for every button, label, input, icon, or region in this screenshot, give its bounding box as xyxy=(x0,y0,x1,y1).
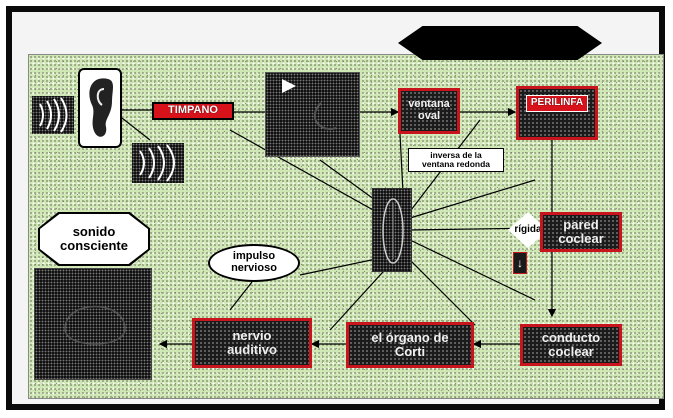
impulso-nervioso-label: impulso nervioso xyxy=(208,244,300,282)
sound-waves-icon xyxy=(132,143,184,183)
play-triangle-icon xyxy=(266,73,361,158)
sound-waves-icon xyxy=(32,96,74,134)
down-arrow-icon: ↓ xyxy=(513,252,527,274)
brain-image xyxy=(34,268,152,380)
timpano-label: TIMPANO xyxy=(152,102,234,120)
ear-glyph xyxy=(80,71,120,145)
inversa-ventana-redonda-label: inversa de la ventana redonda xyxy=(408,148,504,172)
pared-coclear-box: pared coclear xyxy=(540,212,622,252)
sonido-consciente-label: sonido consciente xyxy=(40,214,148,264)
waves-glyph xyxy=(32,96,74,134)
perilinfa-label: PERILINFA xyxy=(526,95,588,112)
cochlea-glyph xyxy=(373,189,413,273)
title-banner xyxy=(398,26,602,60)
waves-glyph-2 xyxy=(132,143,184,183)
conducto-coclear-box: conducto coclear xyxy=(520,324,622,366)
ventana-oval-box: ventana oval xyxy=(398,88,460,134)
cochlea-image xyxy=(372,188,412,272)
brain-glyph xyxy=(35,269,153,381)
eardrum-image xyxy=(265,72,360,157)
organo-de-corti-box: el órgano de Corti xyxy=(346,322,474,368)
nervio-auditivo-box: nervio auditivo xyxy=(192,318,312,368)
ear-icon xyxy=(78,68,122,148)
perilinfa-box: PERILINFA xyxy=(516,86,598,140)
